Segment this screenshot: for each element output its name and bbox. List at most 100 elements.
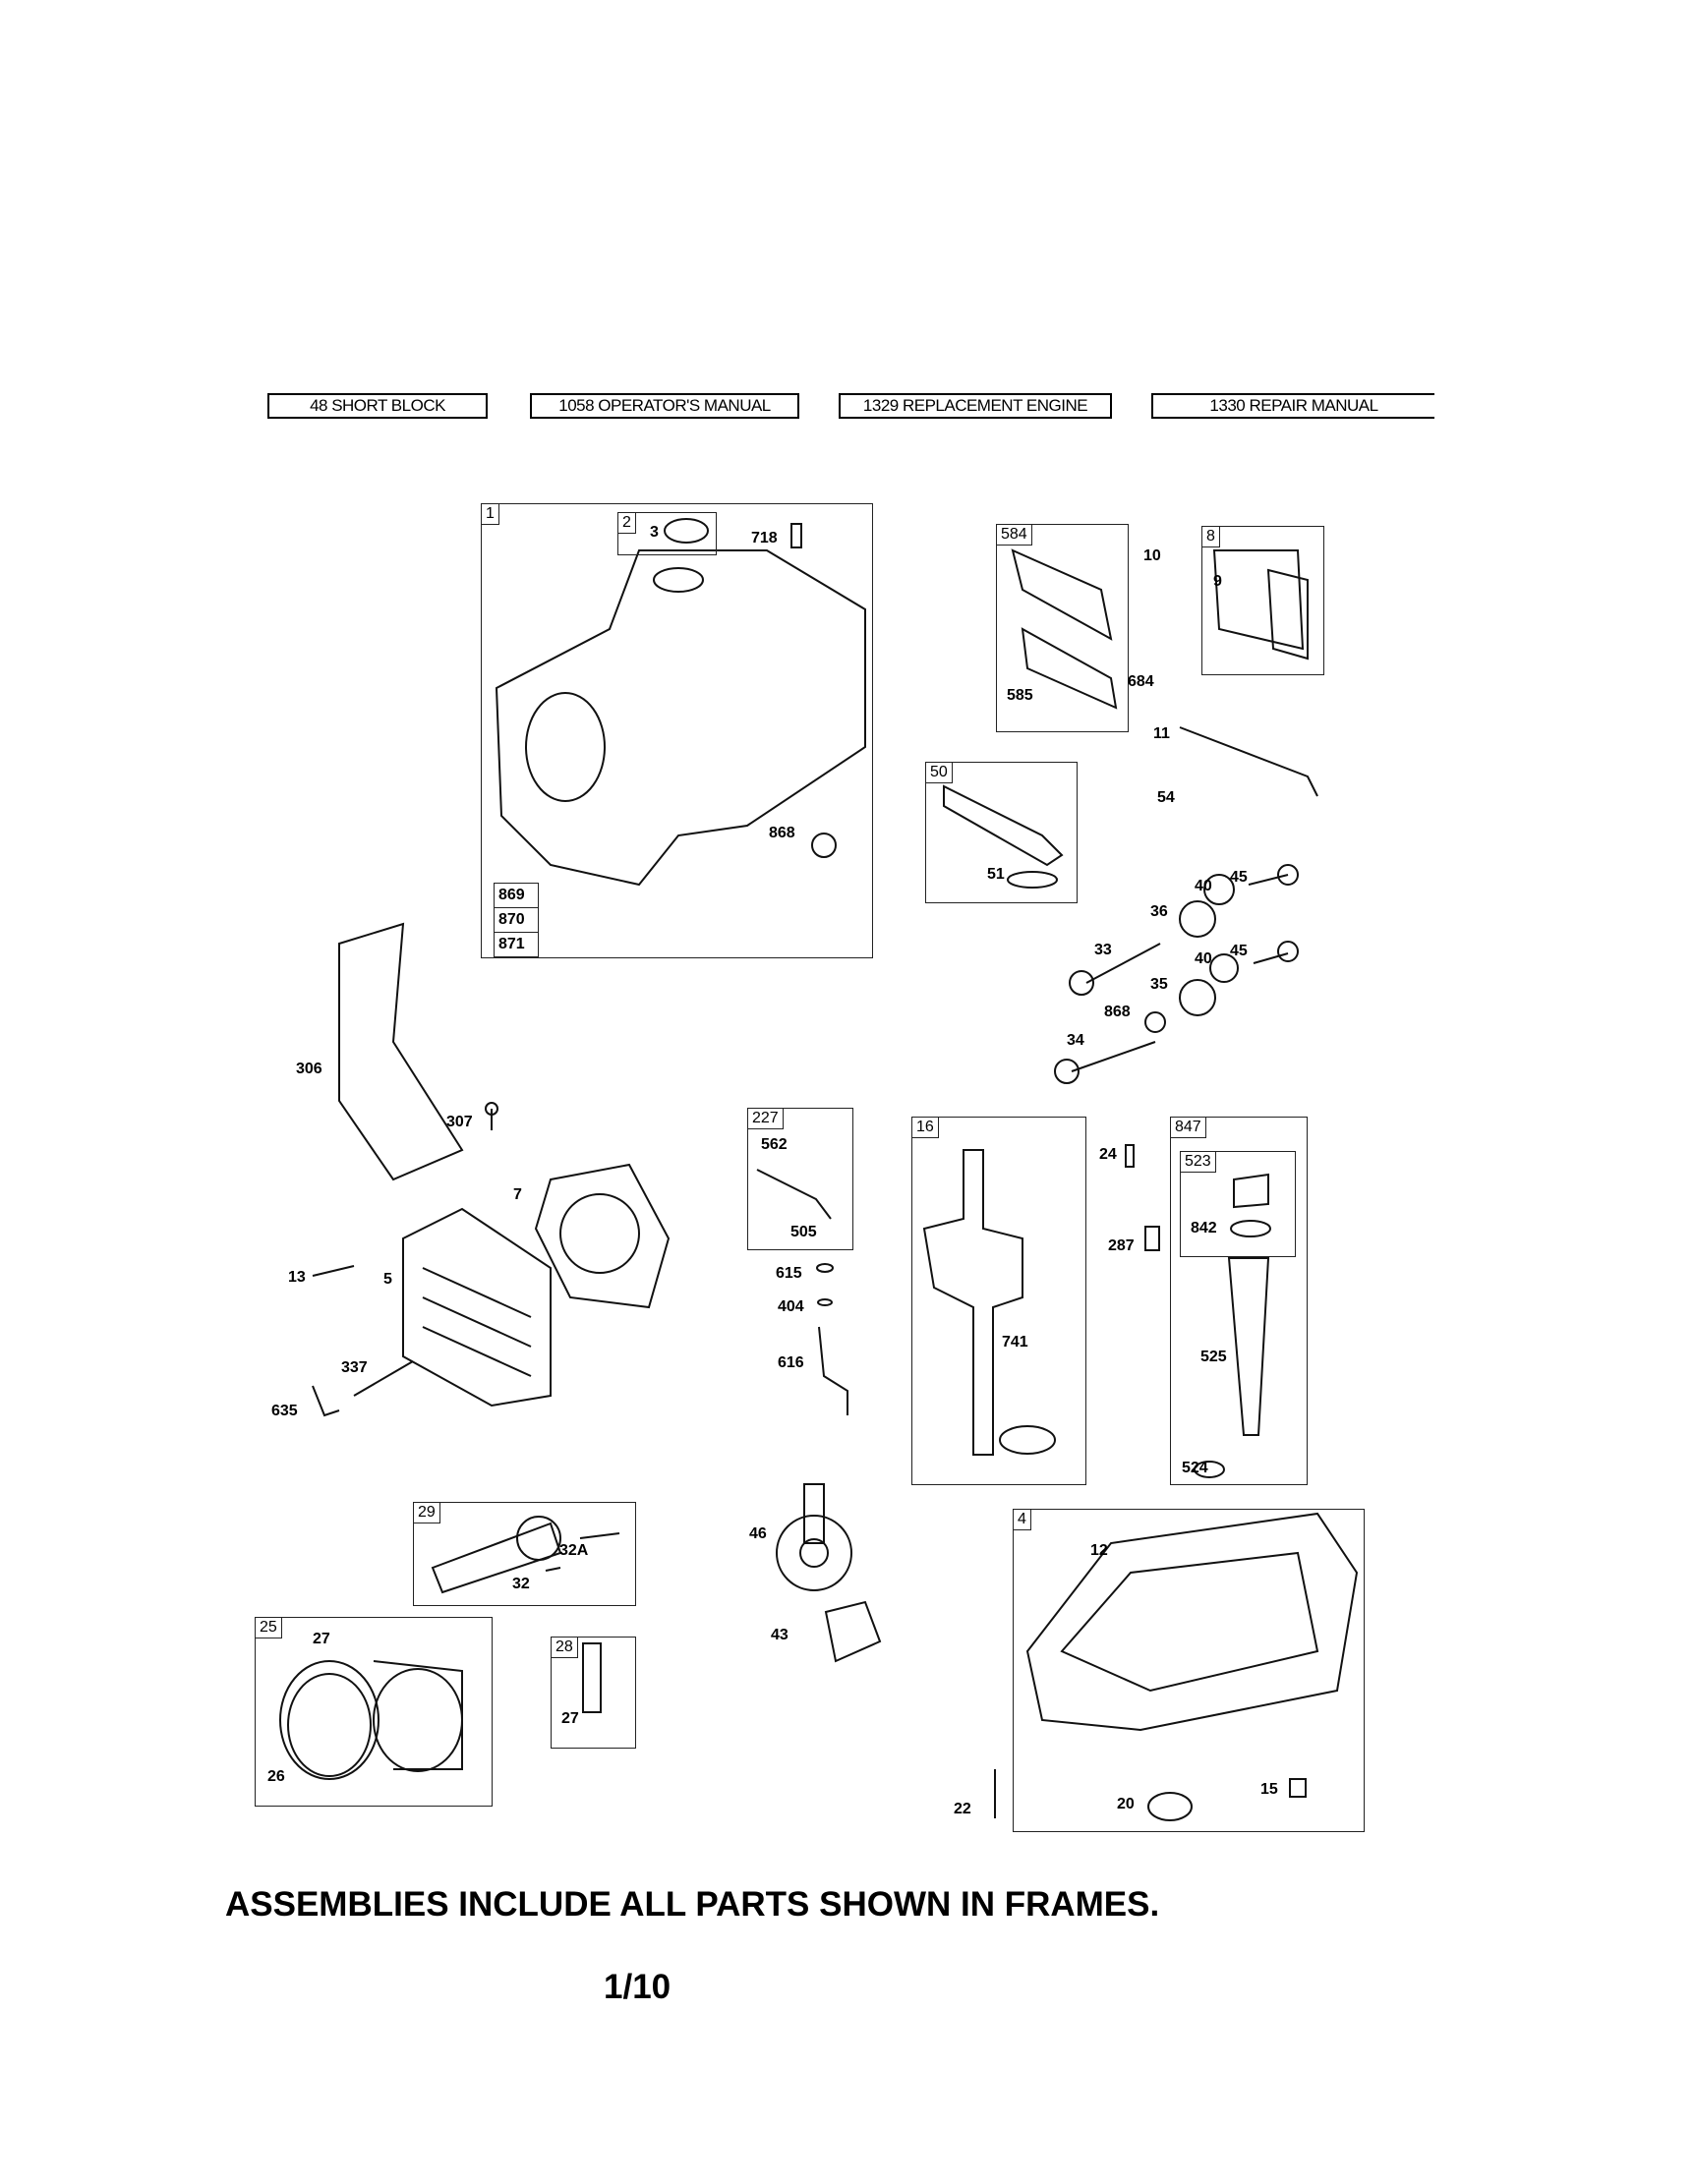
link-616 — [818, 1326, 848, 1415]
part-label: 54 — [1157, 789, 1175, 806]
governor-43 — [824, 1600, 882, 1663]
part-label: 46 — [749, 1525, 767, 1542]
part-label: 33 — [1094, 942, 1112, 958]
frame-tag: 1 — [482, 504, 499, 525]
cylinder-head-5 — [402, 1207, 552, 1408]
pin-24 — [1125, 1144, 1135, 1168]
part-label: 5 — [383, 1271, 392, 1288]
part-label: 40 — [1195, 950, 1212, 967]
page-number: 1/10 — [604, 1968, 672, 2006]
part-label: 34 — [1067, 1032, 1084, 1049]
part-label: 40 — [1195, 878, 1212, 894]
frame-connecting-rod: 29 — [413, 1502, 636, 1606]
part-label: 45 — [1230, 869, 1248, 886]
part-label: 404 — [778, 1298, 804, 1315]
frame-tag: 29 — [414, 1503, 440, 1523]
shield-306 — [338, 922, 464, 1181]
frame-tag: 28 — [552, 1638, 578, 1658]
part-label: 45 — [1230, 943, 1248, 959]
assembly-note: ASSEMBLIES INCLUDE ALL PARTS SHOWN IN FR… — [225, 1885, 1160, 1924]
part-label: 22 — [954, 1801, 971, 1817]
part-label: 15 — [1260, 1781, 1278, 1798]
bolt-307 — [485, 1102, 498, 1130]
frame-dipstick-cap: 523 — [1180, 1151, 1296, 1257]
frame-governor: 227 — [747, 1108, 853, 1250]
wrist-pin-28 — [582, 1642, 602, 1713]
connecting-rod-29 — [431, 1516, 620, 1594]
part-label: 27 — [313, 1631, 330, 1647]
frame-tag: 584 — [997, 525, 1032, 546]
frame-crankshaft: 16 — [911, 1117, 1086, 1485]
dowel-718-drawing — [790, 523, 802, 548]
seal-3-drawing — [664, 518, 709, 544]
part-label: 616 — [778, 1354, 804, 1371]
frame-tag: 16 — [912, 1118, 939, 1138]
frame-tag: 847 — [1171, 1118, 1206, 1138]
frame-tag: 523 — [1181, 1152, 1216, 1173]
part-label: 525 — [1200, 1349, 1227, 1365]
part-label: 337 — [341, 1359, 368, 1376]
frame-tag: 25 — [256, 1618, 282, 1638]
frame-tag: 50 — [926, 763, 953, 783]
part-label: 32 — [512, 1576, 530, 1592]
sump-4 — [1025, 1512, 1359, 1732]
frame-cylinder-assembly: 1 869 870 871 — [481, 503, 873, 958]
callout-871: 871 — [498, 936, 525, 952]
frame-tag: 2 — [618, 513, 636, 534]
part-label: 51 — [987, 866, 1005, 883]
part-label: 505 — [790, 1224, 817, 1240]
part-label: 13 — [288, 1269, 306, 1286]
breather-50 — [943, 784, 1064, 889]
part-label: 32A — [559, 1542, 589, 1559]
plug-15 — [1289, 1778, 1307, 1798]
callout-869: 869 — [495, 884, 538, 908]
frame-cover: 8 — [1201, 526, 1324, 675]
cover-8 — [1212, 549, 1309, 661]
callout-stack: 869 870 871 — [494, 883, 539, 957]
part-label: 10 — [1143, 547, 1161, 564]
part-label: 7 — [513, 1186, 522, 1203]
frame-dipstick: 847 — [1170, 1117, 1308, 1485]
part-label: 24 — [1099, 1146, 1117, 1163]
frame-wrist-pin: 28 — [551, 1637, 636, 1749]
spark-plug-337 — [353, 1360, 414, 1397]
part-label: 615 — [776, 1265, 802, 1282]
part-label: 27 — [561, 1710, 579, 1727]
part-label: 9 — [1213, 573, 1222, 590]
frame-gasket-set: 584 — [996, 524, 1129, 732]
part-label: 868 — [1104, 1004, 1131, 1020]
part-label: 26 — [267, 1768, 285, 1785]
part-label: 35 — [1150, 976, 1168, 993]
cam-gear-46 — [776, 1483, 852, 1591]
part-label: 868 — [769, 825, 795, 841]
fitting-287 — [1144, 1226, 1160, 1251]
valves-springs — [1054, 864, 1299, 1084]
frame-sump: 4 — [1013, 1509, 1365, 1832]
frame-tag: 4 — [1014, 1510, 1031, 1530]
frame-tag: 8 — [1202, 527, 1220, 547]
governor-227 — [756, 1169, 832, 1220]
part-label: 12 — [1090, 1542, 1108, 1559]
cylinder-block-drawing — [495, 549, 866, 887]
plug-868-drawing — [811, 833, 837, 858]
ref-short-block: 48 SHORT BLOCK — [267, 393, 488, 419]
part-label: 11 — [1153, 725, 1170, 742]
part-label: 524 — [1182, 1460, 1208, 1476]
part-label: 306 — [296, 1061, 322, 1077]
frame-seal-kit: 2 — [617, 512, 717, 555]
gasket-7 — [534, 1163, 671, 1309]
part-label: 741 — [1002, 1334, 1028, 1351]
tube-11 — [1179, 726, 1318, 797]
piston-25 — [279, 1660, 463, 1780]
boot-635 — [312, 1385, 340, 1417]
dipstick-847 — [1194, 1173, 1271, 1478]
part-label: 684 — [1128, 673, 1154, 690]
part-label: 562 — [761, 1136, 788, 1153]
part-label: 287 — [1108, 1237, 1135, 1254]
washers — [816, 1263, 834, 1306]
part-label: 635 — [271, 1403, 298, 1419]
frame-breather: 50 — [925, 762, 1078, 903]
frame-tag: 227 — [748, 1109, 784, 1129]
